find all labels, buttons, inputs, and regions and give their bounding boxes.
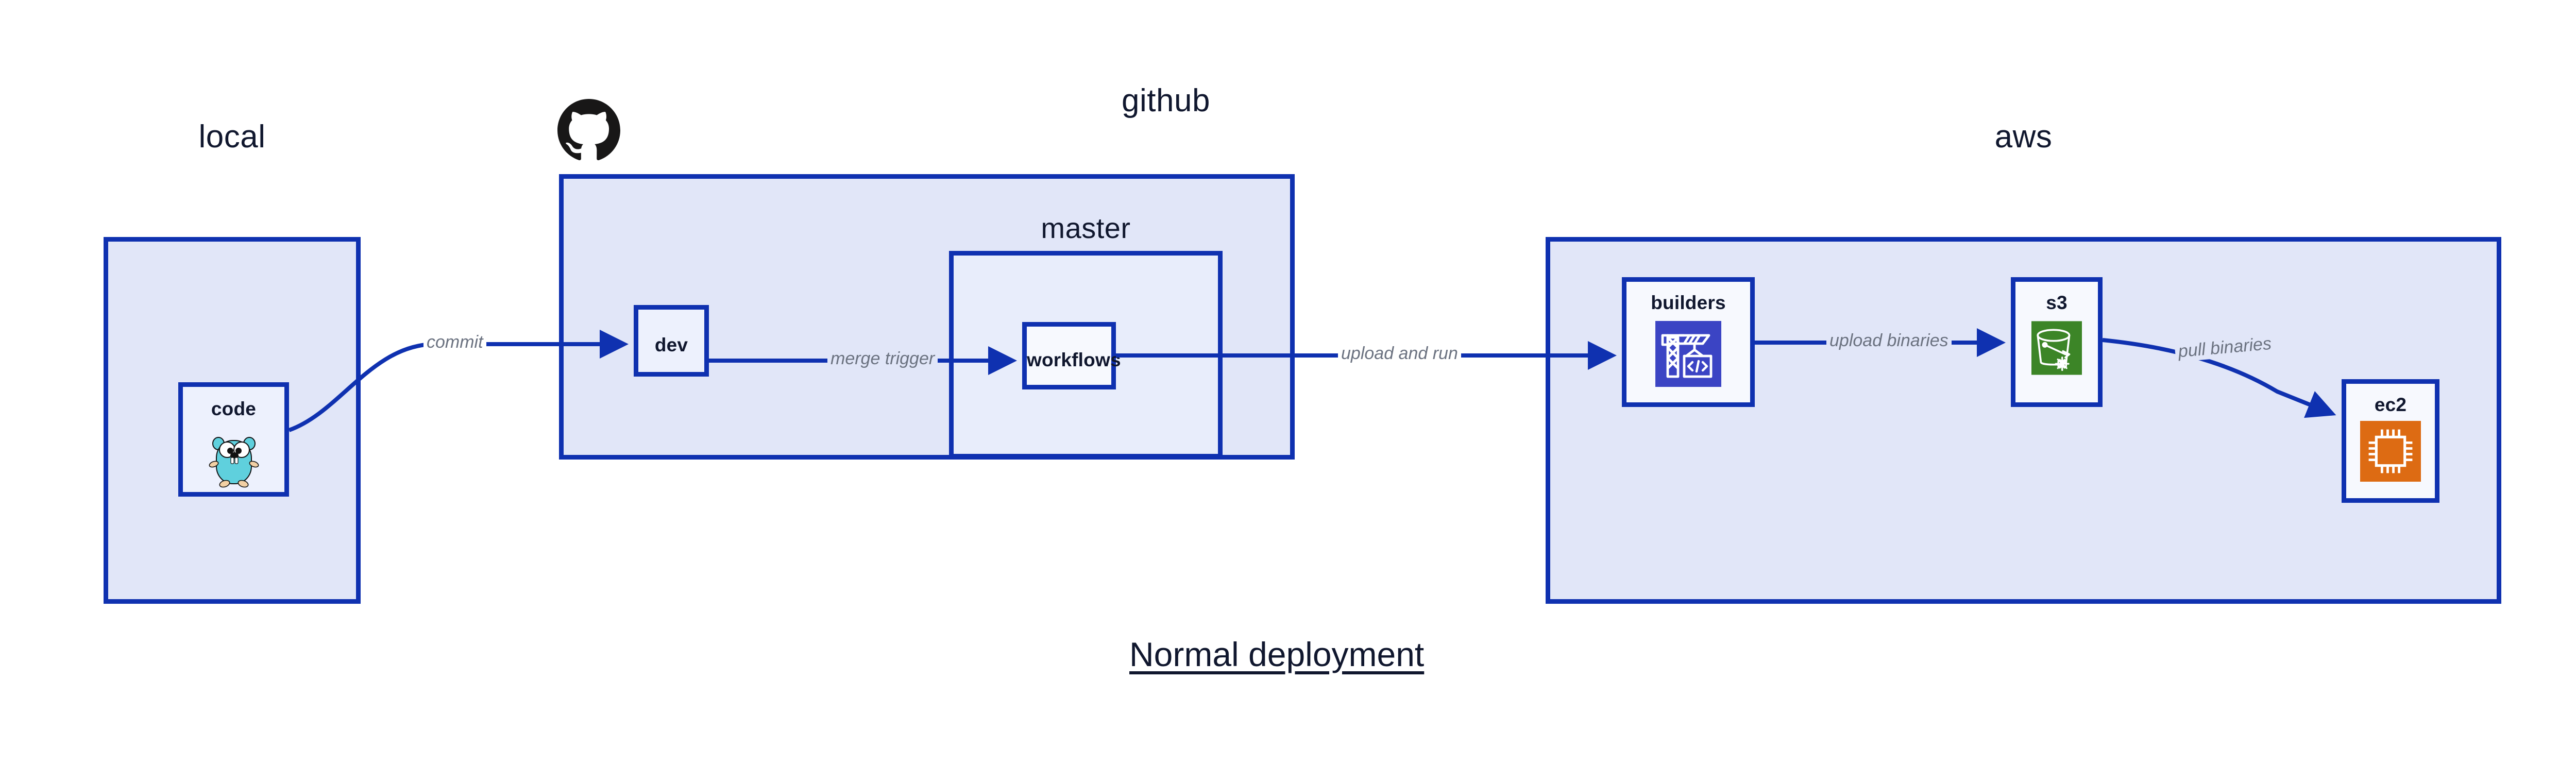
group-label-github: github <box>1122 83 1210 118</box>
node-label-ec2: ec2 <box>2374 394 2407 415</box>
node-box-code[interactable]: code <box>178 382 289 497</box>
group-label-master: master <box>1041 212 1131 244</box>
node-label-dev: dev <box>654 334 688 355</box>
node-label-workflows: workflows <box>1027 349 1121 370</box>
node-box-builders[interactable]: builders <box>1622 277 1755 407</box>
aws-ec2-icon <box>2360 421 2421 482</box>
edge-label-merge-trigger: merge trigger <box>827 349 938 369</box>
group-label-local: local <box>198 119 266 155</box>
github-octocat-logo <box>557 99 620 162</box>
node-label-code: code <box>211 398 257 419</box>
node-label-s3: s3 <box>2046 292 2067 313</box>
edge-label-upload-binaries: upload binaries <box>1826 331 1952 351</box>
node-box-dev[interactable]: dev <box>634 305 709 377</box>
diagram-caption: Normal deployment <box>1129 635 1425 673</box>
group-label-aws: aws <box>1994 119 2053 155</box>
aws-s3-glacier-icon <box>2031 321 2082 375</box>
aws-codebuild-icon <box>1655 321 1721 387</box>
node-box-ec2[interactable]: ec2 <box>2342 379 2439 503</box>
node-label-builders: builders <box>1651 292 1726 313</box>
node-box-workflows[interactable]: workflows <box>1022 322 1121 389</box>
edge-label-commit: commit <box>423 332 486 352</box>
edge-label-upload-and-run: upload and run <box>1338 344 1461 364</box>
node-box-s3[interactable]: s3 <box>2011 277 2103 407</box>
go-gopher-icon <box>205 432 263 489</box>
